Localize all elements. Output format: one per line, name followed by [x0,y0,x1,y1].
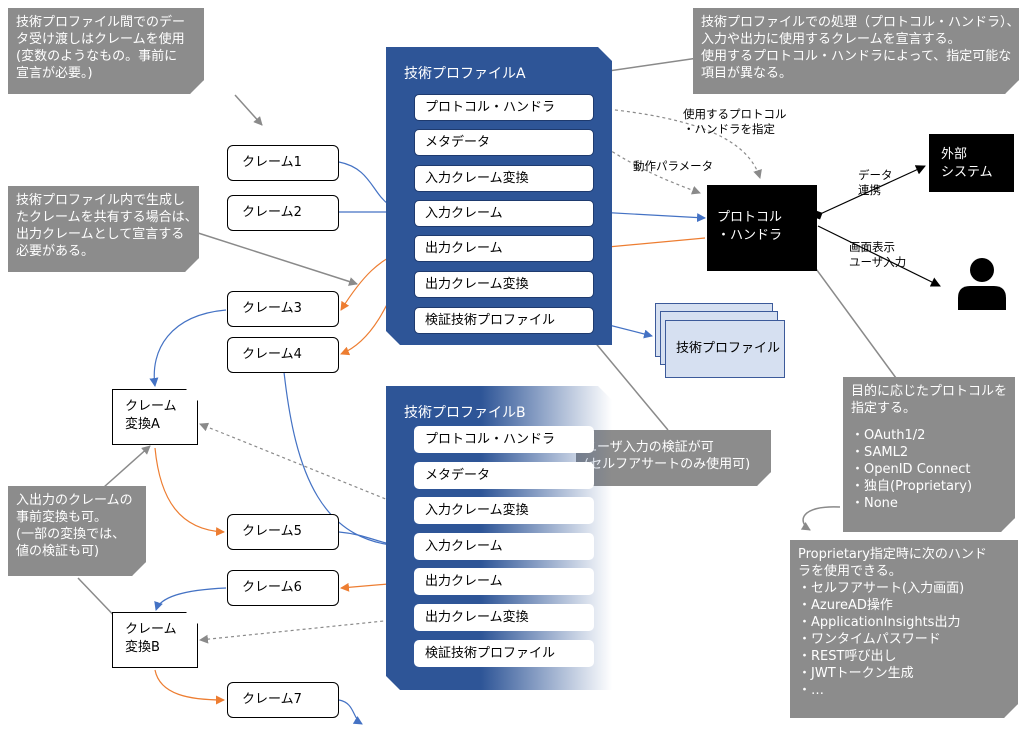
pointer-shared [194,231,358,286]
profile-b-metadata[interactable]: メタデータ [414,462,594,489]
profile-a-output-claims[interactable]: 出力クレーム [414,235,594,262]
note-processing: 技術プロファイルでの処理（プロトコル・ハンドラ）、 入力や出力に使用するクレーム… [693,8,1019,94]
wire-input-handler [596,211,706,223]
profile-a-protocol-handler[interactable]: プロトコル・ハンドラ [414,94,594,121]
profile-b-title: 技術プロファイルB [404,405,526,421]
wire-c6-convert-b [154,587,227,611]
wire-handler-output [596,237,706,252]
profile-b-output-claims[interactable]: 出力クレーム [414,568,594,595]
technical-profile-a: 技術プロファイルA プロトコル・ハンドラ メタデータ 入力クレーム変換 入力クレ… [386,47,612,345]
wire-c4-input-b [283,371,413,551]
label-screen-input: 画面表示 ユーザ入力 [849,240,907,269]
label-action-params: 動作パラメータ [633,159,714,173]
claim-1[interactable]: クレーム1 [227,145,339,181]
note-protocols: 目的に応じたプロトコルを 指定する。 ・OAuth1/2 ・SAML2 ・Ope… [843,377,1015,532]
profile-a-validation-profile[interactable]: 検証技術プロファイル [414,307,594,334]
tech-profile-box[interactable]: 技術プロファイル [665,320,785,378]
dotted-metadata [596,141,701,195]
claim-transform-b[interactable]: クレーム 変換B [112,612,198,668]
profile-b-output-claim-transform[interactable]: 出力クレーム変換 [414,604,594,631]
pointer-handlers [800,506,841,531]
protocol-handler-box[interactable]: プロトコル ・ハンドラ [707,185,817,271]
profile-b-input-claims[interactable]: 入力クレーム [414,533,594,560]
wire-handler-user [817,225,941,287]
dotted-convert-b [199,617,414,644]
claim-5[interactable]: クレーム5 [227,514,339,550]
profile-b-protocol-handler[interactable]: プロトコル・ハンドラ [414,426,594,453]
claim-7[interactable]: クレーム7 [227,682,339,718]
claim-3[interactable]: クレーム3 [227,291,339,327]
claim-6[interactable]: クレーム6 [227,570,339,606]
claim-transform-a[interactable]: クレーム 変換A [112,389,198,445]
wire-convert-a-c5 [154,447,225,537]
note-io-convert: 入出力のクレームの 事前変換も可。 (一部の変換では、 値の検証も可) [8,486,146,576]
dotted-convert-a [199,422,414,511]
technical-profile-b: 技術プロファイルB プロトコル・ハンドラ メタデータ 入力クレーム変換 入力クレ… [386,386,612,690]
note-handlers: Proprietary指定時に次のハンド ラを使用できる。 ・セルフアサート(入… [790,540,1018,718]
wire-handler-external [813,165,926,220]
external-system-box[interactable]: 外部 システム [929,134,1014,192]
pointer-convert-a [103,445,151,488]
user-icon [958,258,1006,310]
wire-convert-b-c7 [154,669,225,705]
claim-2[interactable]: クレーム2 [227,195,339,231]
note-shared-claims: 技術プロファイル内で生成し たクレームを共有する場合は、 出力クレームとして宣言… [8,186,199,272]
profile-a-title: 技術プロファイルA [404,66,526,82]
profile-b-input-claim-transform[interactable]: 入力クレーム変換 [414,497,594,524]
label-use-handler: 使用するプロトコル ・ハンドラを指定 [683,107,787,136]
profile-a-input-claims[interactable]: 入力クレーム [414,200,594,227]
profile-a-output-claim-transform[interactable]: 出力クレーム変換 [414,271,594,298]
profile-a-input-claim-transform[interactable]: 入力クレーム変換 [414,165,594,192]
claim-4[interactable]: クレーム4 [227,337,339,373]
pointer-exchange [234,94,263,126]
profile-a-metadata[interactable]: メタデータ [414,129,594,156]
wire-c7-out [338,699,363,725]
profile-b-validation-profile[interactable]: 検証技術プロファイル [414,640,594,667]
label-data-link: データ 連携 [858,168,893,197]
note-claims-exchange: 技術プロファイル間でのデー タ受け渡しはクレームを使用 (変数のようなもの。事前… [8,8,204,94]
wire-c3-convert-a [149,309,227,387]
